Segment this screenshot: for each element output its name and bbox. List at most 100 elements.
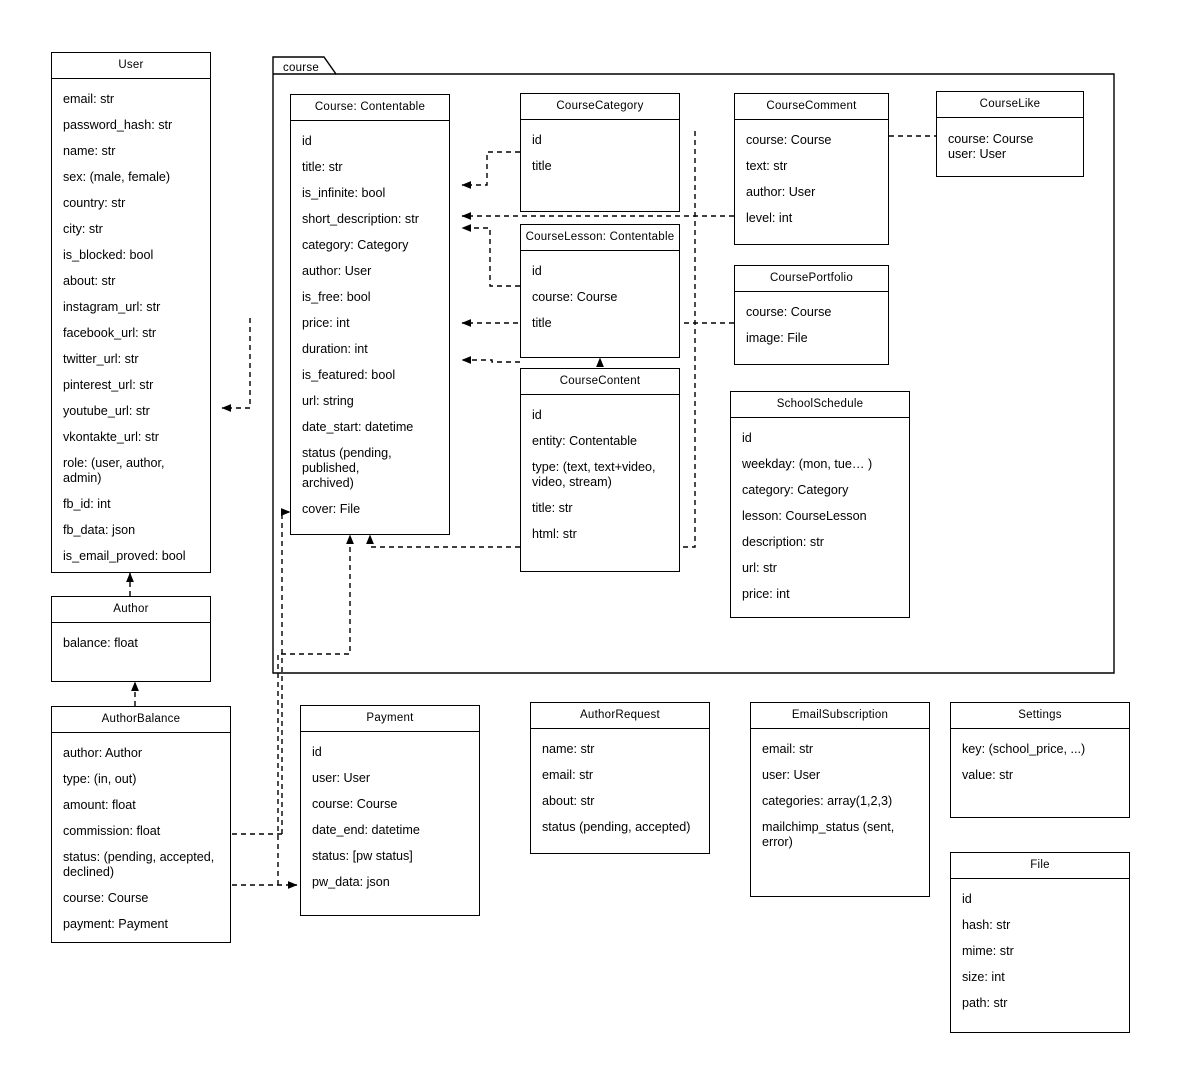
class-title-courseportfolio: CoursePortfolio bbox=[735, 266, 888, 292]
attr-row: twitter_url: str bbox=[63, 352, 139, 366]
class-box-courselike[interactable]: CourseLike course: Course user: User bbox=[936, 91, 1084, 177]
attr-row: fb_data: json bbox=[63, 523, 136, 537]
class-attrs-emailsubscription: email: str user: User categories: array(… bbox=[751, 729, 929, 896]
class-box-emailsubscription[interactable]: EmailSubscription email: str user: User … bbox=[750, 702, 930, 897]
class-attrs-authorrequest: name: str email: str about: str status (… bbox=[531, 729, 709, 853]
attr-row: category: Category bbox=[742, 483, 849, 497]
class-attrs-schoolschedule: id weekday: (mon, tue… ) category: Categ… bbox=[731, 418, 909, 617]
class-attrs-settings: key: (school_price, ...) value: str bbox=[951, 729, 1129, 817]
attr-row: is_email_proved: bool bbox=[63, 549, 186, 563]
attr-row: title: str bbox=[532, 501, 573, 515]
attr-row: youtube_url: str bbox=[63, 404, 150, 418]
attr-row: html: str bbox=[532, 527, 577, 541]
attr-row: is_infinite: bool bbox=[302, 186, 386, 200]
class-box-authorrequest[interactable]: AuthorRequest name: str email: str about… bbox=[530, 702, 710, 854]
class-title-course: Course: Contentable bbox=[291, 95, 449, 121]
class-box-courselesson[interactable]: CourseLesson: Contentable id course: Cou… bbox=[520, 224, 680, 358]
attr-row: facebook_url: str bbox=[63, 326, 157, 340]
class-attrs-coursecontent: id entity: Contentable type: (text, text… bbox=[521, 395, 679, 571]
class-title-authorbalance: AuthorBalance bbox=[52, 707, 230, 733]
attr-row: date_end: datetime bbox=[312, 823, 420, 837]
class-title-coursecontent: CourseContent bbox=[521, 369, 679, 395]
class-box-coursecategory[interactable]: CourseCategory id title bbox=[520, 93, 680, 212]
attr-row: pw_data: json bbox=[312, 875, 390, 889]
class-title-settings: Settings bbox=[951, 703, 1129, 729]
attr-row: url: string bbox=[302, 394, 354, 408]
attr-row: course: Course bbox=[746, 133, 832, 147]
attr-row: course: Course bbox=[532, 290, 618, 304]
attr-row: course: Course bbox=[746, 305, 832, 319]
class-title-schoolschedule: SchoolSchedule bbox=[731, 392, 909, 418]
attr-row: instagram_url: str bbox=[63, 300, 161, 314]
attr-row: title bbox=[532, 316, 552, 330]
class-box-course[interactable]: Course: Contentable id title: str is_inf… bbox=[290, 94, 450, 535]
attr-row: price: int bbox=[742, 587, 790, 601]
attr-row: name: str bbox=[542, 742, 595, 756]
attr-row: path: str bbox=[962, 996, 1008, 1010]
class-box-payment[interactable]: Payment id user: User course: Course dat… bbox=[300, 705, 480, 916]
class-title-coursecomment: CourseComment bbox=[735, 94, 888, 120]
attr-row: status (pending, published, archived) bbox=[302, 446, 392, 490]
class-title-author: Author bbox=[52, 597, 210, 623]
class-box-author[interactable]: Author balance: float bbox=[51, 596, 211, 682]
class-title-courselesson: CourseLesson: Contentable bbox=[521, 225, 679, 251]
attr-row: mime: str bbox=[962, 944, 1014, 958]
attr-row: email: str bbox=[542, 768, 594, 782]
class-box-coursecomment[interactable]: CourseComment course: Course text: str a… bbox=[734, 93, 889, 245]
class-attrs-file: id hash: str mime: str size: int path: s… bbox=[951, 879, 1129, 1032]
class-box-settings[interactable]: Settings key: (school_price, ...) value:… bbox=[950, 702, 1130, 818]
attr-row: type: (in, out) bbox=[63, 772, 137, 786]
class-attrs-courseportfolio: course: Course image: File bbox=[735, 292, 888, 364]
attr-row: id bbox=[742, 431, 752, 445]
attr-row: category: Category bbox=[302, 238, 409, 252]
attr-row: id bbox=[532, 133, 542, 147]
attr-row: url: str bbox=[742, 561, 777, 575]
attr-row: user: User bbox=[762, 768, 821, 782]
class-box-authorbalance[interactable]: AuthorBalance author: Author type: (in, … bbox=[51, 706, 231, 943]
edge-coursecategory-to-course bbox=[461, 151, 520, 189]
attr-row: value: str bbox=[962, 768, 1014, 782]
class-attrs-course: id title: str is_infinite: bool short_de… bbox=[291, 121, 449, 534]
attr-row: is_blocked: bool bbox=[63, 248, 154, 262]
class-attrs-author: balance: float bbox=[52, 623, 210, 681]
class-box-file[interactable]: File id hash: str mime: str size: int pa… bbox=[950, 852, 1130, 1033]
attr-row: categories: array(1,2,3) bbox=[762, 794, 893, 808]
attr-row: course: Course bbox=[312, 797, 398, 811]
class-box-user[interactable]: User email: str password_hash: str name:… bbox=[51, 52, 211, 573]
attr-row: id bbox=[532, 408, 542, 422]
attr-row: type: (text, text+video, video, stream) bbox=[532, 460, 656, 489]
attr-row: weekday: (mon, tue… ) bbox=[742, 457, 873, 471]
attr-row: email: str bbox=[762, 742, 814, 756]
class-box-coursecontent[interactable]: CourseContent id entity: Contentable typ… bbox=[520, 368, 680, 572]
attr-row: is_featured: bool bbox=[302, 368, 396, 382]
edge-coursecontent-to-course-duration bbox=[461, 356, 520, 364]
attr-row: payment: Payment bbox=[63, 917, 168, 931]
attr-row: cover: File bbox=[302, 502, 361, 516]
class-attrs-payment: id user: User course: Course date_end: d… bbox=[301, 732, 479, 915]
class-title-authorrequest: AuthorRequest bbox=[531, 703, 709, 729]
attr-row: balance: float bbox=[63, 636, 138, 650]
class-box-courseportfolio[interactable]: CoursePortfolio course: Course image: Fi… bbox=[734, 265, 889, 365]
attr-row: author: User bbox=[746, 185, 816, 199]
attr-row: vkontakte_url: str bbox=[63, 430, 159, 444]
attr-row: user: User bbox=[312, 771, 371, 785]
attr-row: id bbox=[532, 264, 542, 278]
class-attrs-courselike: course: Course user: User bbox=[937, 118, 1083, 176]
attr-row: status: (pending, accepted, declined) bbox=[63, 850, 215, 879]
attr-row: title: str bbox=[302, 160, 343, 174]
attr-row: amount: float bbox=[63, 798, 136, 812]
attr-row: status (pending, accepted) bbox=[542, 820, 691, 834]
attr-row: mailchimp_status (sent, error) bbox=[762, 820, 895, 849]
attr-row: sex: (male, female) bbox=[63, 170, 171, 184]
edge-courselesson-to-course-shortdesc bbox=[461, 224, 520, 287]
attr-row: id bbox=[302, 134, 312, 148]
class-box-schoolschedule[interactable]: SchoolSchedule id weekday: (mon, tue… ) … bbox=[730, 391, 910, 618]
class-title-user: User bbox=[52, 53, 210, 79]
class-attrs-authorbalance: author: Author type: (in, out) amount: f… bbox=[52, 733, 230, 942]
attr-row: date_start: datetime bbox=[302, 420, 414, 434]
attr-row: name: str bbox=[63, 144, 116, 158]
attr-row: course: Course bbox=[948, 132, 1034, 146]
attr-row: price: int bbox=[302, 316, 350, 330]
attr-row: pinterest_url: str bbox=[63, 378, 154, 392]
attr-row: id bbox=[962, 892, 972, 906]
